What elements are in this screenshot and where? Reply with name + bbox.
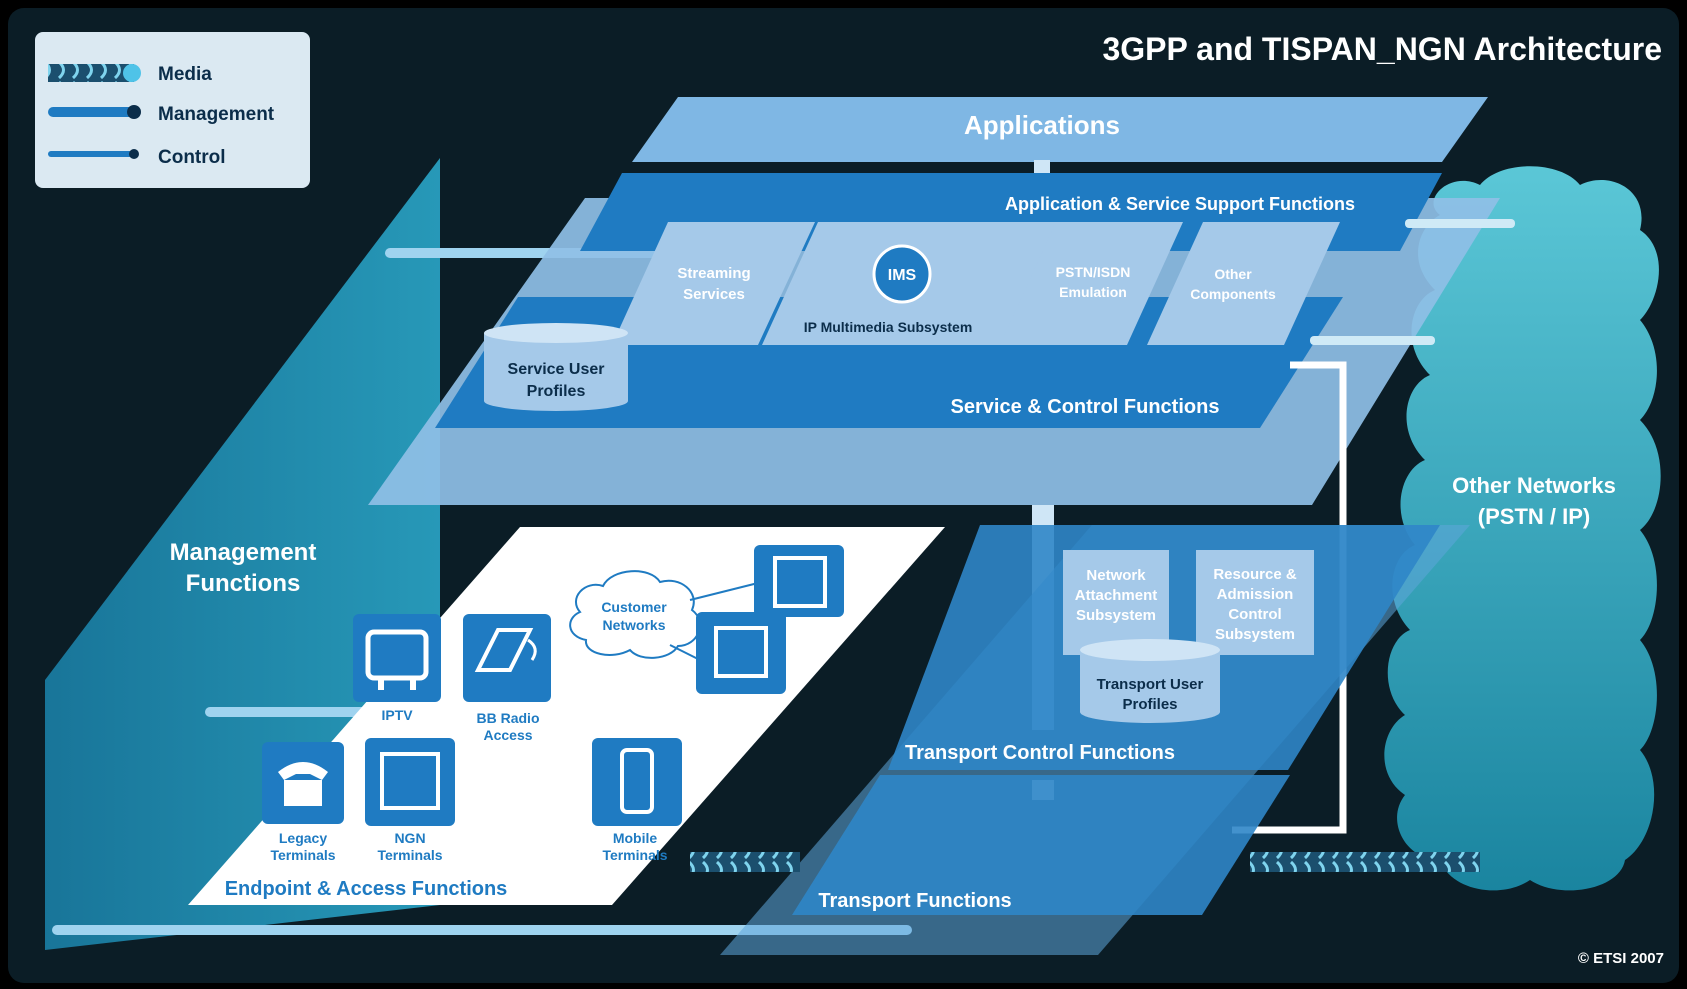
service-user-profiles-line-2: Profiles — [527, 383, 586, 400]
laptop-icon — [474, 628, 534, 672]
diagram-title: 3GPP and TISPAN_NGN Architecture — [1102, 31, 1662, 67]
legacy-terminal: Legacy Terminals — [262, 742, 344, 863]
streaming-line-1: Streaming — [677, 265, 750, 282]
customer-link-2 — [669, 644, 701, 661]
ngn-line-1: NGN — [394, 830, 425, 846]
iptv-terminal: IPTV — [353, 614, 441, 723]
streaming-services-tile: Streaming Services — [612, 222, 815, 345]
other-networks-line-1: Other Networks — [1452, 473, 1616, 498]
racs-line-1: Resource & — [1213, 566, 1297, 583]
customer-networks-line-1: Customer — [601, 599, 667, 615]
racs-line-4: Subsystem — [1215, 626, 1295, 643]
racs-line-3: Control — [1228, 606, 1281, 623]
management-link-endpoint — [205, 707, 375, 717]
management-link-transport — [52, 925, 912, 935]
control-link-app — [1405, 219, 1515, 228]
other-line-2: Components — [1190, 286, 1276, 302]
tv-icon — [365, 629, 429, 681]
service-control-label: Service & Control Functions — [951, 396, 1220, 418]
control-legend-icon — [48, 151, 134, 157]
ngn-terminal: NGN Terminals — [365, 738, 455, 863]
desk-phone-icon — [773, 556, 827, 608]
customer-networks-line-2: Networks — [602, 617, 665, 633]
ims-badge-label: IMS — [888, 267, 917, 284]
legend-control: Control — [158, 147, 226, 168]
ims-tile: IMS IP Multimedia Subsystem — [762, 222, 1066, 345]
pstn-line-1: PSTN/ISDN — [1056, 264, 1131, 280]
customer-phone-bottom — [696, 612, 786, 694]
mobile-line-1: Mobile — [613, 830, 658, 846]
legacy-line-2: Terminals — [270, 847, 335, 863]
customer-link-1 — [689, 582, 759, 601]
other-line-1: Other — [1214, 266, 1252, 282]
ngn-phone-icon — [380, 752, 440, 810]
legend-management: Management — [158, 104, 275, 125]
applications-label: Applications — [964, 110, 1120, 140]
racs-line-2: Admission — [1217, 586, 1294, 603]
bb-radio-line-1: BB Radio — [477, 710, 540, 726]
other-networks-line-2: (PSTN / IP) — [1478, 504, 1590, 529]
mobile-terminal: Mobile Terminals — [592, 738, 682, 863]
pstn-line-2: Emulation — [1059, 284, 1127, 300]
service-user-profiles-line-1: Service User — [508, 361, 605, 378]
streaming-line-2: Services — [683, 286, 745, 303]
transport-functions-label: Transport Functions — [818, 890, 1011, 912]
management-legend-icon — [48, 107, 134, 117]
other-components-tile: Other Components — [1147, 222, 1340, 345]
ims-label: IP Multimedia Subsystem — [804, 319, 973, 335]
bb-radio-access-terminal: BB Radio Access — [463, 614, 551, 743]
transport-user-profiles-line-2: Profiles — [1122, 696, 1177, 713]
mobile-line-2: Terminals — [602, 847, 667, 863]
other-networks-cloud: Other Networks (PSTN / IP) — [1384, 166, 1661, 891]
nass-line-1: Network — [1086, 567, 1146, 584]
media-link-network — [1250, 852, 1480, 872]
mobile-phone-icon — [620, 748, 654, 814]
nass-tile: Network Attachment Subsystem — [1063, 550, 1169, 655]
control-link-service — [1310, 336, 1435, 345]
media-legend-icon — [48, 64, 134, 82]
legacy-phone-icon — [278, 762, 328, 780]
nass-line-3: Subsystem — [1076, 607, 1156, 624]
applications-layer: Applications — [632, 97, 1488, 162]
customer-phone-top — [754, 545, 844, 617]
legacy-line-1: Legacy — [279, 830, 327, 846]
management-line-2: Functions — [186, 570, 301, 597]
transport-user-profiles-line-1: Transport User — [1097, 676, 1204, 693]
racs-tile: Resource & Admission Control Subsystem — [1196, 550, 1314, 655]
iptv-label: IPTV — [381, 707, 413, 723]
transport-control-label: Transport Control Functions — [905, 742, 1175, 764]
service-user-profiles-db: Service User Profiles — [484, 323, 628, 411]
nass-line-2: Attachment — [1075, 587, 1158, 604]
ims-badge-icon — [872, 244, 932, 304]
desk-phone-icon-2 — [714, 626, 768, 678]
pstn-emulation-tile: PSTN/ISDN Emulation — [1000, 222, 1183, 345]
media-link-endpoint — [690, 852, 800, 872]
endpoint-access-label: Endpoint & Access Functions — [225, 878, 508, 900]
legend-media: Media — [158, 64, 212, 85]
transport-user-profiles-db: Transport User Profiles — [1080, 639, 1220, 723]
copyright: © ETSI 2007 — [1578, 950, 1664, 967]
transport-functions-layer: Transport Functions — [792, 775, 1290, 915]
bb-radio-line-2: Access — [483, 727, 532, 743]
management-line-1: Management — [170, 539, 317, 566]
ngn-line-2: Terminals — [377, 847, 442, 863]
app-service-support-label: Application & Service Support Functions — [1005, 194, 1355, 214]
legend: Media Management Control — [35, 32, 310, 188]
